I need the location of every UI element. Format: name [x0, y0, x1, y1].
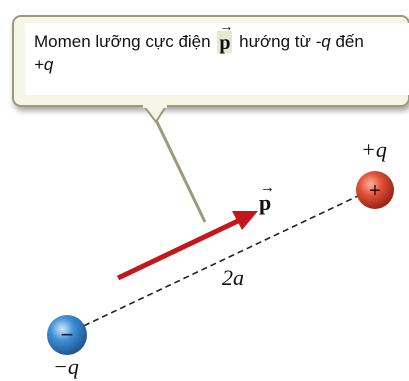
- vector-arrow-icon: →: [219, 20, 234, 35]
- dipole-vector-label: →p: [259, 180, 275, 216]
- dipole-vector-arrow-icon: →: [260, 180, 275, 196]
- separation-label: 2a: [222, 265, 244, 290]
- callout-inner-panel: [25, 23, 409, 95]
- positive-charge: +: [356, 171, 394, 209]
- positive-sign: +: [369, 180, 381, 202]
- dipole-vector-letter: p: [259, 190, 272, 215]
- negative-charge-label: −q: [53, 354, 79, 379]
- negative-charge: −: [47, 315, 87, 355]
- callout-text-before: Momen lưỡng cực điện: [34, 32, 216, 51]
- vector-p-letter: p: [219, 32, 231, 54]
- negative-sign: −: [61, 322, 74, 347]
- callout-leader-line: [154, 119, 207, 223]
- callout-to-charge: +q: [34, 55, 54, 74]
- separation-line: [74, 194, 361, 331]
- dipole-arrow-shaft: [116, 217, 242, 281]
- callout-text-middle: hướng từ: [234, 32, 316, 51]
- callout-text-to: đến: [330, 32, 364, 51]
- callout-text: Momen lưỡng cực điện →p hướng từ -q đến …: [34, 21, 384, 76]
- positive-charge-label: +q: [361, 137, 387, 162]
- callout-pointer: [142, 105, 168, 124]
- callout-from-charge: -q: [315, 32, 331, 51]
- dipole-arrow-head: [232, 211, 258, 230]
- vector-p-symbol: →p: [217, 21, 233, 54]
